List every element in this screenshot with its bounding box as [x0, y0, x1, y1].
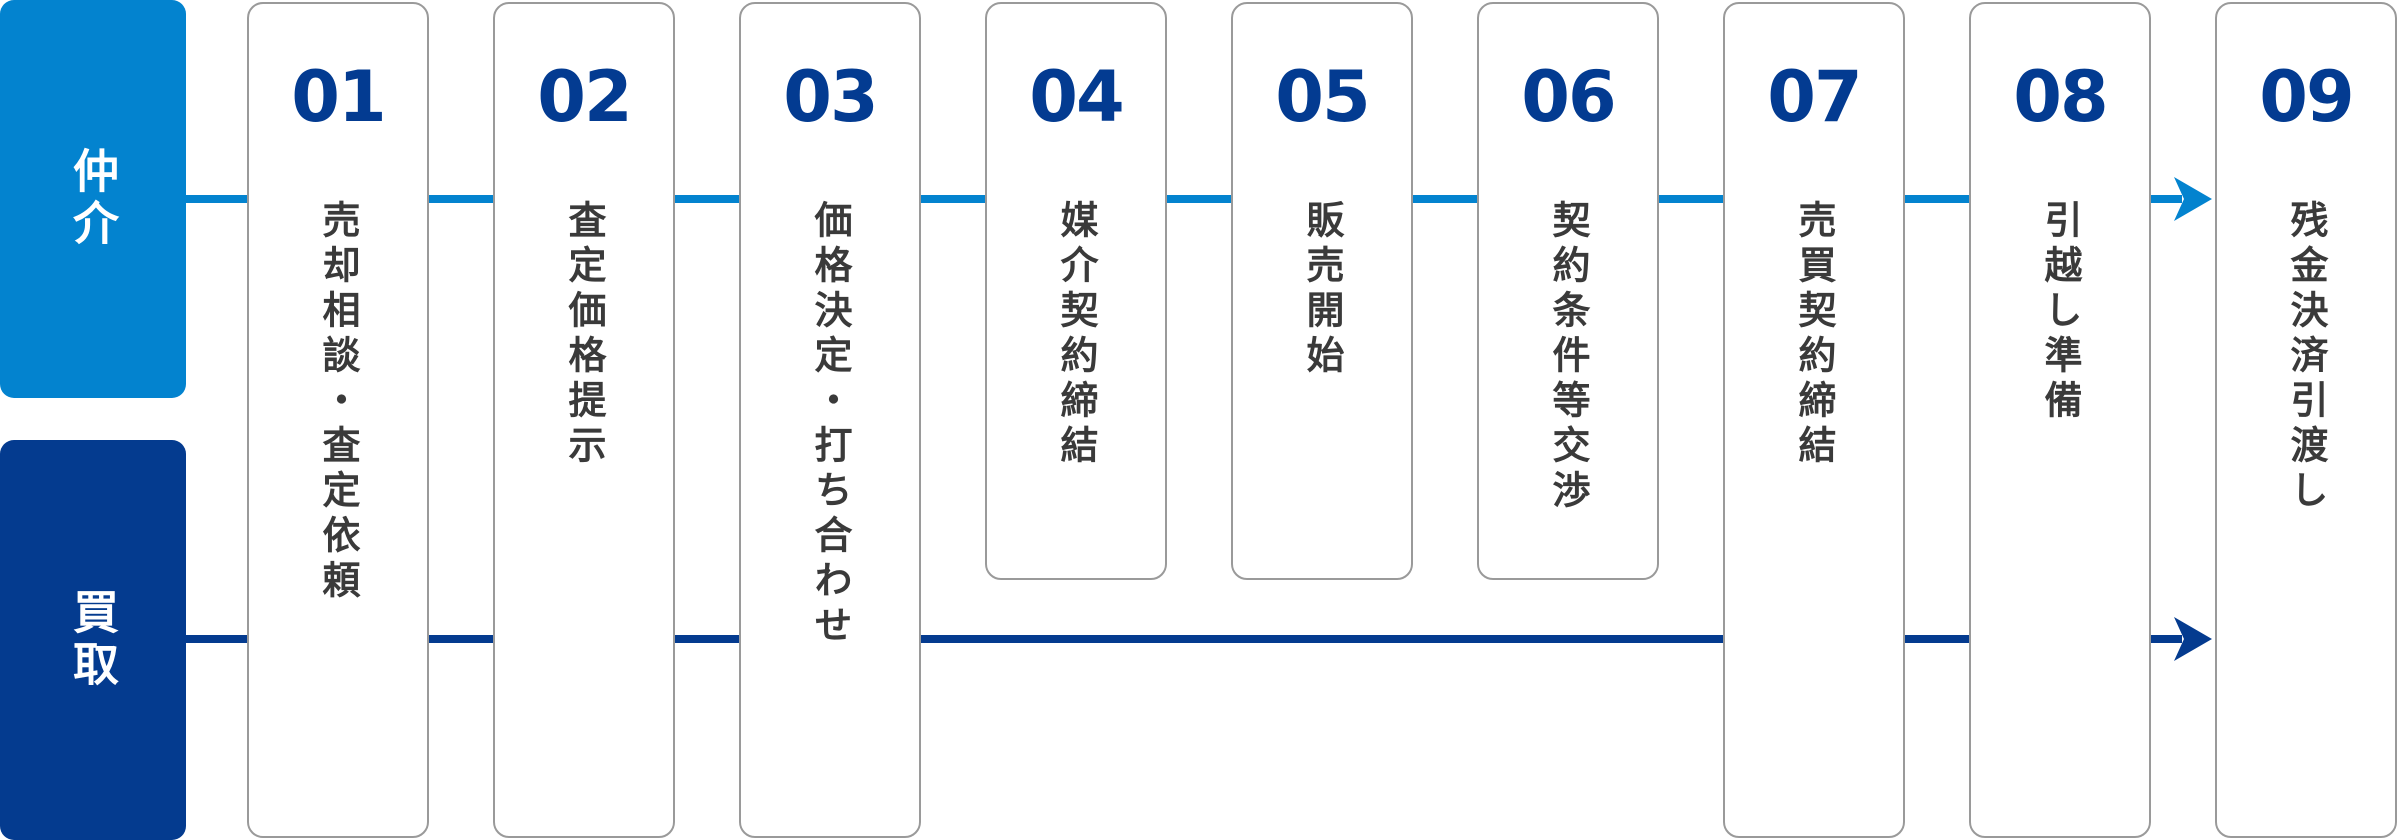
step-number: 01: [291, 56, 386, 138]
step-card-05: 05 販売開始: [1231, 2, 1413, 580]
step-card-04: 04 媒介契約締結: [985, 2, 1167, 580]
step-card-06: 06 契約条件等交渉: [1477, 2, 1659, 580]
step-card-08: 08 引越し準備: [1969, 2, 2151, 838]
step-number: 08: [2013, 56, 2108, 138]
step-label: 販売開始: [1300, 200, 1344, 380]
step-label: 契約条件等交渉: [1546, 200, 1590, 515]
step-label: 売却相談・査定依頼: [316, 200, 360, 605]
step-label: 査定価格提示: [562, 200, 606, 470]
step-number: 03: [783, 56, 878, 138]
step-card-07: 07 売買契約締結: [1723, 2, 1905, 838]
step-number: 02: [537, 56, 632, 138]
purchase-arrowhead: [2174, 617, 2212, 661]
step-label: 売買契約締結: [1792, 200, 1836, 470]
step-number: 07: [1767, 56, 1862, 138]
step-card-03: 03 価格決定・打ち合わせ: [739, 2, 921, 838]
step-card-09: 09 残金決済引渡し: [2215, 2, 2397, 838]
lane-label-purchase: 買取: [0, 440, 186, 840]
step-card-01: 01 売却相談・査定依頼: [247, 2, 429, 838]
step-label: 残金決済引渡し: [2284, 200, 2328, 515]
lane-label-purchase-text: 買取: [66, 588, 120, 692]
step-label: 価格決定・打ち合わせ: [808, 200, 852, 650]
step-card-02: 02 査定価格提示: [493, 2, 675, 838]
lane-label-brokerage-text: 仲介: [66, 147, 120, 251]
step-label: 媒介契約締結: [1054, 200, 1098, 470]
step-label: 引越し準備: [2038, 200, 2082, 425]
step-number: 09: [2259, 56, 2354, 138]
step-number: 06: [1521, 56, 1616, 138]
brokerage-arrowhead: [2174, 177, 2212, 221]
step-number: 04: [1029, 56, 1124, 138]
lane-label-brokerage: 仲介: [0, 0, 186, 398]
step-number: 05: [1275, 56, 1370, 138]
